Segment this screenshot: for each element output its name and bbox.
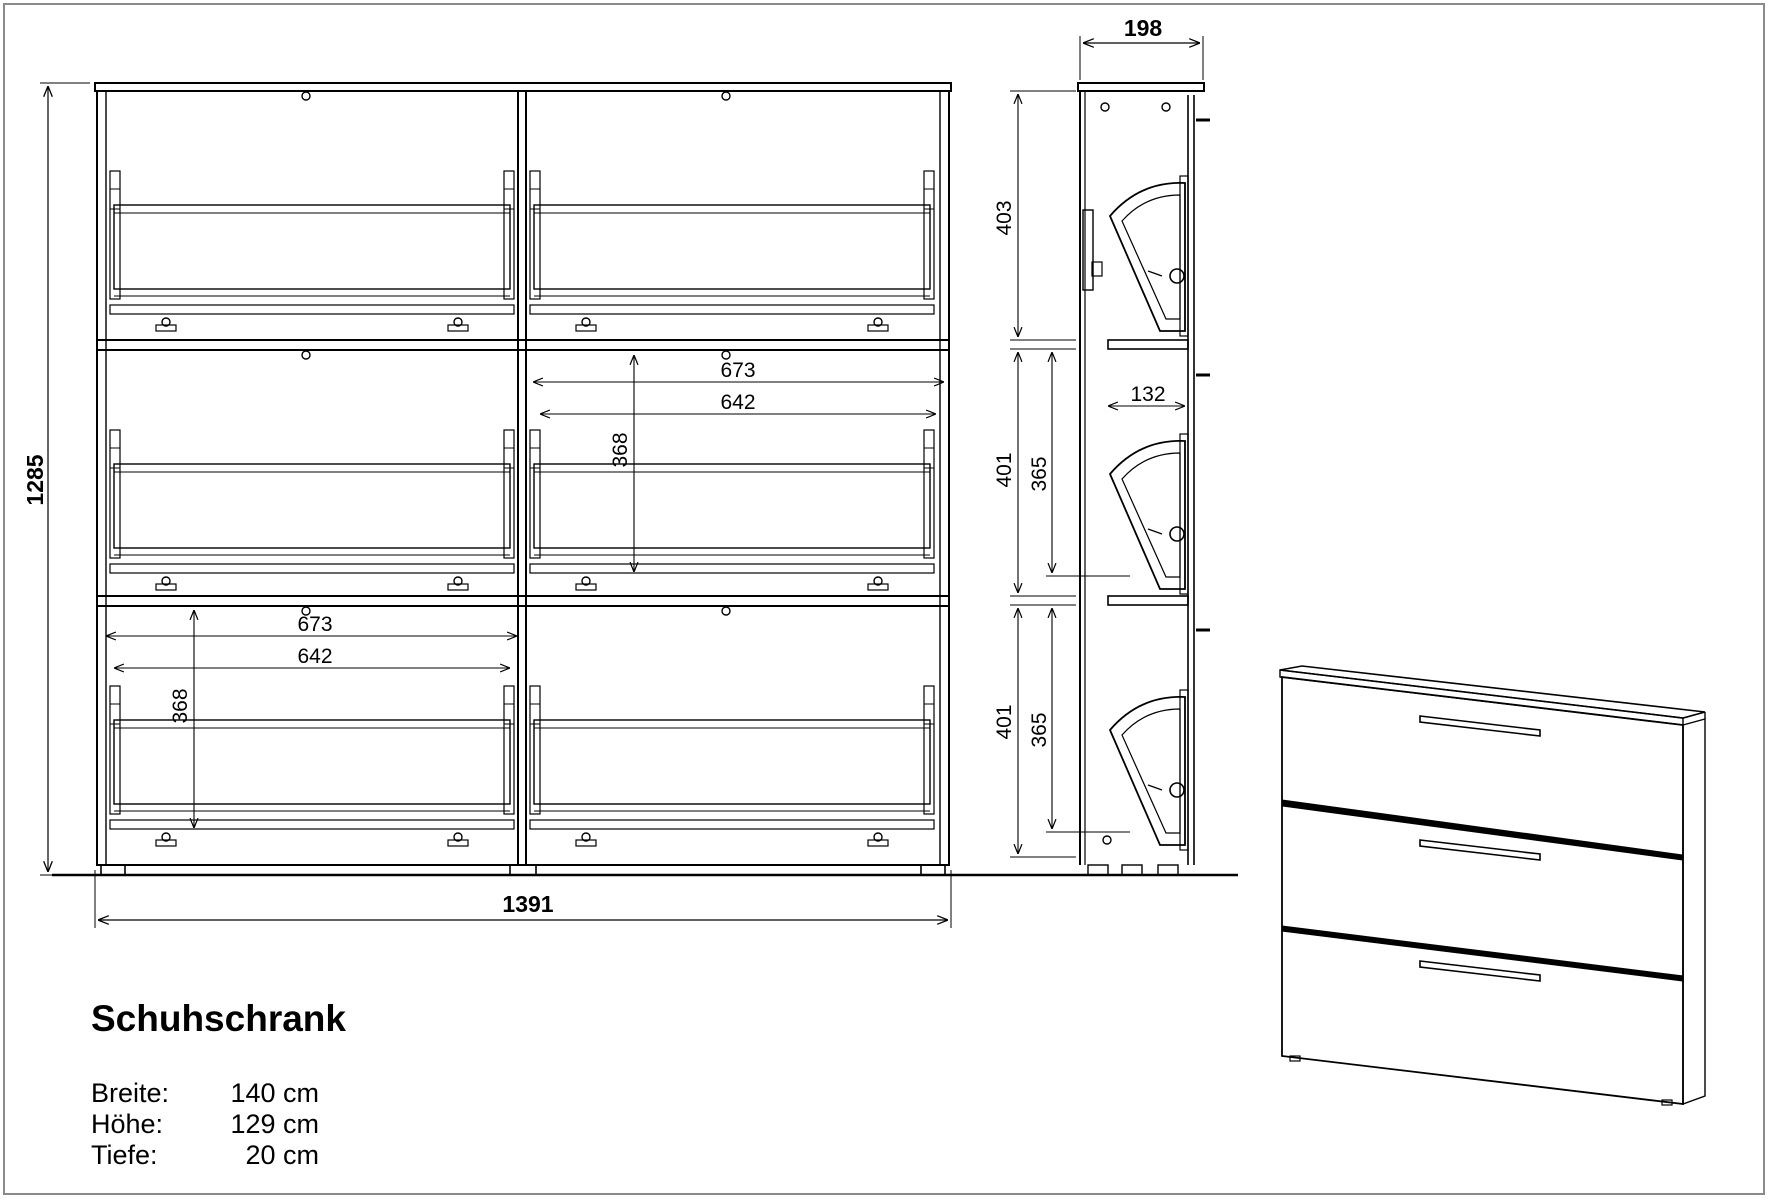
shoe-compartment [529, 606, 935, 847]
overall-height-label: 1285 [22, 454, 48, 505]
depth-label: 198 [1124, 15, 1163, 41]
cabinet-body [96, 90, 950, 866]
foot [509, 864, 537, 876]
foot [920, 864, 946, 876]
overall-width-label: 1391 [502, 891, 553, 917]
compartment-inner-width-label: 642 [297, 645, 332, 668]
side-view [1077, 82, 1210, 876]
spec-label: Breite: [91, 1078, 170, 1108]
spec-depth: Tiefe: 20 cm [91, 1140, 319, 1171]
product-specs: Breite: 140 cm Höhe: 129 cm Tiefe: 20 cm [91, 1078, 319, 1171]
shoe-compartment [109, 350, 515, 591]
spec-width: Breite: 140 cm [91, 1078, 319, 1109]
compartment-outer-width-label: 673 [297, 613, 332, 636]
foot [100, 864, 126, 876]
shoe-compartment [529, 91, 935, 332]
bottom-section-height-label: 401 [993, 704, 1016, 739]
shoe-compartment [109, 606, 515, 847]
spec-label: Höhe: [91, 1109, 164, 1139]
front-dimensions: 1285 1391 673 642 368 673 642 368 [22, 82, 952, 928]
top-board [94, 82, 952, 92]
spec-height: Höhe: 129 cm [91, 1109, 319, 1140]
compartment-height-label: 368 [169, 688, 192, 723]
compartment-inner-width-label: 642 [720, 391, 755, 414]
front-view [52, 82, 1238, 877]
drawing-frame [3, 3, 1765, 1195]
compartment-outer-width-label: 673 [720, 359, 755, 382]
tilt-mechanism [1108, 433, 1189, 595]
perspective-view [1279, 665, 1706, 1106]
shoe-compartment [109, 91, 515, 332]
spec-value: 129 cm [230, 1109, 319, 1139]
spec-value: 140 cm [230, 1078, 319, 1108]
inner-height-middle-label: 365 [1028, 456, 1051, 491]
spec-label: Tiefe: [91, 1140, 158, 1170]
top-section-height-label: 403 [993, 200, 1016, 235]
product-title: Schuhschrank [91, 998, 346, 1039]
middle-section-height-label: 401 [993, 452, 1016, 487]
compartment-height-label: 368 [609, 432, 632, 467]
inner-height-bottom-label: 365 [1028, 712, 1051, 747]
shoe-compartment [529, 350, 935, 591]
spec-value: 20 cm [245, 1140, 319, 1170]
tilt-mechanism [1108, 689, 1189, 851]
side-dimensions: 198 403 401 401 365 365 132 [993, 15, 1204, 858]
tilt-mechanism [1108, 175, 1189, 337]
pivot-depth-label: 132 [1130, 383, 1165, 406]
